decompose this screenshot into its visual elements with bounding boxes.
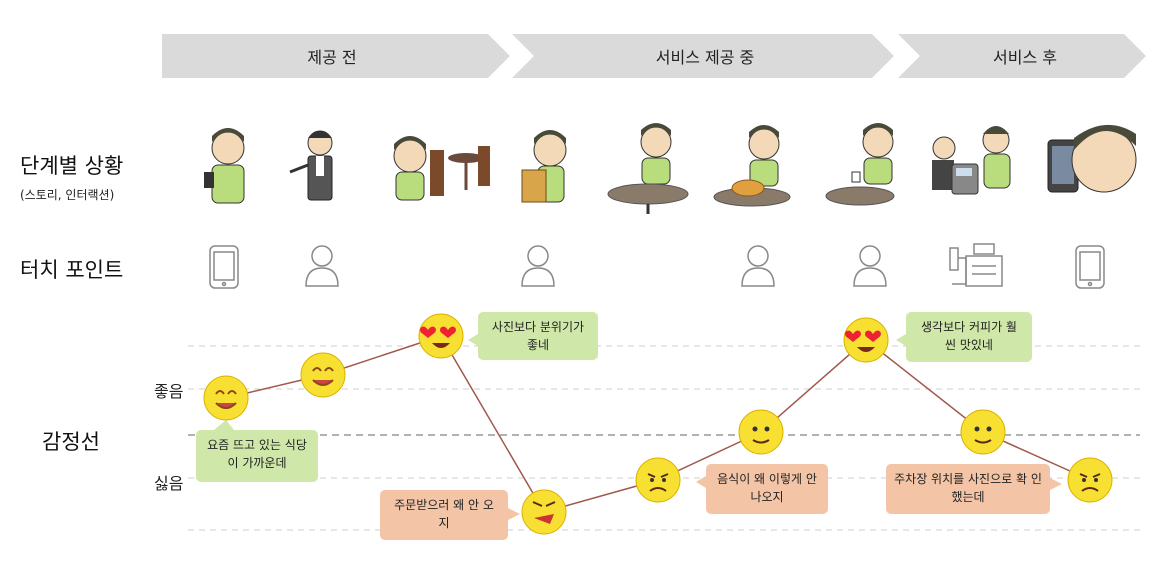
smile-face-icon (203, 375, 249, 421)
touchpoint-icons (209, 243, 1105, 289)
bubble-tails (214, 334, 1062, 520)
person-with-food-icon (713, 125, 791, 207)
row-sublabel-situation: (스토리, 인터랙션) (20, 188, 115, 202)
phone-icon (209, 245, 239, 289)
phase-arrow-before (162, 34, 510, 78)
speech-bubble: 주문받으러 왜 안 오 지 (380, 490, 508, 540)
speech-bubble: 생각보다 커피가 훨 씬 맛있네 (906, 312, 1032, 362)
row-label-emotion: 감정선 (42, 430, 100, 454)
annoyed-face-icon (635, 457, 681, 503)
phase-arrow-after (898, 34, 1146, 78)
speech-bubble: 사진보다 분위기가 좋네 (478, 312, 598, 360)
annoyed-face-icon (1067, 457, 1113, 503)
staff-icon (521, 245, 555, 287)
person-with-phone-icon (204, 128, 245, 204)
phase-arrow-during (512, 34, 894, 78)
waiter-icon (289, 130, 333, 201)
speech-bubble: 요즘 뜨고 있는 식당 이 가까운데 (196, 430, 318, 482)
person-reading-menu-icon (521, 130, 567, 203)
staff-icon (305, 245, 339, 287)
emotion-faces (203, 313, 1113, 535)
speech-bubble: 주차장 위치를 사진으로 확 인했는데 (886, 464, 1050, 514)
row-label-situation: 단계별 상황 (20, 154, 124, 178)
parking-machine-icon (949, 243, 1003, 287)
heart-eyes-face-icon (418, 313, 464, 359)
phase-label-after: 서비스 후 (993, 48, 1057, 67)
axis-label-good: 좋음 (154, 382, 184, 401)
angry-face-icon (521, 489, 567, 535)
staff-icon (741, 245, 775, 287)
neutral-face-icon (960, 409, 1006, 455)
neutral-face-icon (738, 409, 784, 455)
smile-face-icon (300, 352, 346, 398)
person-with-coffee-icon (825, 123, 895, 206)
illustrations (204, 123, 1137, 214)
phase-label-before: 제공 전 (307, 48, 357, 67)
phase-label-during: 서비스 제공 중 (655, 48, 755, 67)
person-checking-phone-icon (1047, 124, 1137, 193)
parking-payment-icon (932, 126, 1011, 195)
phone-icon (1075, 245, 1105, 289)
staff-icon (853, 245, 887, 287)
heart-eyes-face-icon (843, 317, 889, 363)
speech-bubble: 음식이 왜 이렇게 안 나오지 (706, 464, 828, 514)
person-at-table-icon (607, 123, 689, 214)
row-label-touchpoint: 터치 포인트 (20, 258, 124, 282)
person-with-tables-icon (393, 136, 490, 201)
axis-label-bad: 싫음 (154, 474, 184, 493)
